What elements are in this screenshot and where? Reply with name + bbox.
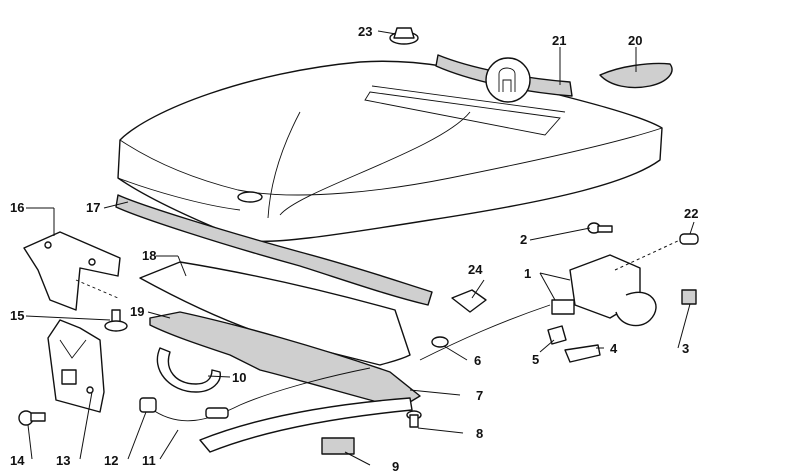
callout-3: 3 <box>682 341 689 356</box>
callout-15: 15 <box>10 308 24 323</box>
callout-18: 18 <box>142 248 156 263</box>
clip-4 <box>564 344 601 363</box>
callout-16: 16 <box>10 200 24 215</box>
clamp-10 <box>156 347 221 393</box>
insulation-19 <box>149 311 421 409</box>
bracket-24 <box>451 289 487 313</box>
pin-22 <box>614 233 699 271</box>
callout-19: 19 <box>130 304 144 319</box>
spring-5 <box>547 325 567 345</box>
callout-17: 17 <box>86 200 100 215</box>
block-9 <box>321 437 355 455</box>
callout-10: 10 <box>232 370 246 385</box>
clip-3 <box>681 289 697 305</box>
bolt-8 <box>406 410 422 428</box>
latch-plate-13 <box>47 319 105 413</box>
callout-5: 5 <box>532 352 539 367</box>
callout-13: 13 <box>56 453 70 468</box>
callout-4: 4 <box>610 341 618 356</box>
callout-23: 23 <box>358 24 372 39</box>
callout-22: 22 <box>684 206 698 221</box>
callout-7: 7 <box>476 388 483 403</box>
callout-6: 6 <box>474 353 481 368</box>
bolt-15 <box>104 309 128 332</box>
bolt-2 <box>587 222 613 234</box>
callout-20: 20 <box>628 33 642 48</box>
seal-strip-17 <box>115 194 433 306</box>
hood-panel <box>117 60 663 243</box>
leader-lines <box>25 30 695 466</box>
callout-21: 21 <box>552 33 566 48</box>
bolt-14 <box>18 410 46 426</box>
hinge-16 <box>23 231 121 311</box>
callout-2: 2 <box>520 232 527 247</box>
callout-9: 9 <box>392 459 399 473</box>
lower-bracket <box>199 397 413 453</box>
callout-11: 11 <box>142 453 156 468</box>
lock-assembly-1 <box>551 254 657 327</box>
pad-20 <box>599 62 673 89</box>
callout-labels: 23 21 20 16 17 18 19 15 2 22 1 24 4 3 5 … <box>10 24 698 473</box>
insulation-18 <box>139 261 411 366</box>
callout-1: 1 <box>524 266 531 281</box>
plug-23 <box>389 27 419 45</box>
cable-6 <box>419 304 551 361</box>
seal-21 <box>435 54 573 103</box>
callout-12: 12 <box>104 453 118 468</box>
callout-8: 8 <box>476 426 483 441</box>
cable-11 <box>139 367 371 422</box>
callout-14: 14 <box>10 453 25 468</box>
callout-24: 24 <box>468 262 483 277</box>
